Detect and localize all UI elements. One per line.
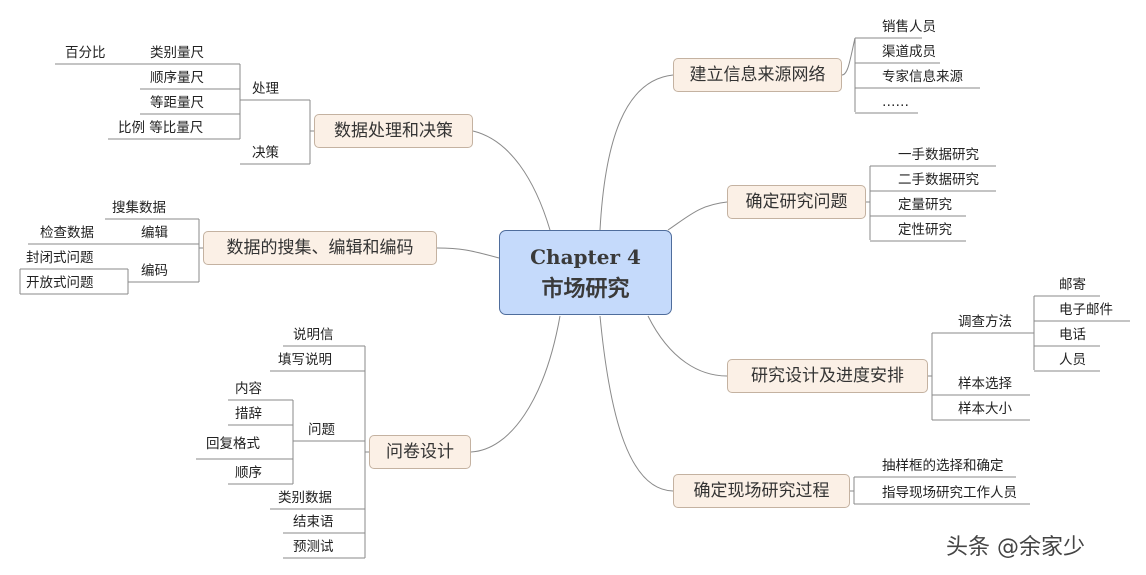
- leaf-pretest[interactable]: 预测试: [293, 539, 334, 555]
- leaf-secondary-research[interactable]: 二手数据研究: [898, 172, 979, 188]
- leaf-check-data[interactable]: 检查数据: [40, 225, 94, 241]
- leaf-processing[interactable]: 处理: [252, 81, 279, 97]
- leaf-collect-data[interactable]: 搜集数据: [112, 200, 166, 216]
- watermark: 头条 @余家少: [946, 535, 1085, 560]
- leaf-decision[interactable]: 决策: [252, 145, 279, 161]
- leaf-order[interactable]: 顺序: [235, 465, 262, 481]
- leaf-sample-size[interactable]: 样本大小: [958, 401, 1012, 417]
- topic-data-processing[interactable]: 数据处理和决策: [314, 114, 473, 148]
- central-topic[interactable]: Chapter 4 市场研究: [499, 230, 672, 315]
- leaf-ellipsis[interactable]: ……: [882, 94, 909, 110]
- leaf-wording[interactable]: 措辞: [235, 406, 262, 422]
- leaf-ratio-scale[interactable]: 比例 等比量尺: [118, 120, 204, 136]
- leaf-edit[interactable]: 编辑: [141, 225, 168, 241]
- leaf-ordinal-scale[interactable]: 顺序量尺: [150, 70, 204, 86]
- leaf-expert-sources[interactable]: 专家信息来源: [882, 69, 963, 85]
- topic-info-network[interactable]: 建立信息来源网络: [673, 58, 842, 92]
- leaf-open-questions[interactable]: 开放式问题: [26, 275, 94, 291]
- leaf-nominal-scale[interactable]: 类别量尺: [150, 45, 204, 61]
- leaf-percentage[interactable]: 百分比: [65, 45, 106, 61]
- leaf-response-format[interactable]: 回复格式: [206, 436, 260, 452]
- topic-design-schedule[interactable]: 研究设计及进度安排: [727, 359, 928, 393]
- central-topic-subtitle: 市场研究: [541, 276, 630, 302]
- leaf-closed-questions[interactable]: 封闭式问题: [26, 250, 94, 266]
- leaf-sample-selection[interactable]: 样本选择: [958, 376, 1012, 392]
- central-topic-title: Chapter 4: [530, 245, 641, 269]
- leaf-closing[interactable]: 结束语: [293, 514, 334, 530]
- leaf-sampling-frame[interactable]: 抽样框的选择和确定: [882, 458, 1004, 474]
- topic-questionnaire[interactable]: 问卷设计: [369, 435, 471, 469]
- topic-field-process[interactable]: 确定现场研究过程: [673, 474, 850, 508]
- leaf-personal[interactable]: 人员: [1059, 352, 1086, 368]
- leaf-cover-letter[interactable]: 说明信: [293, 327, 334, 343]
- leaf-channel-members[interactable]: 渠道成员: [882, 44, 936, 60]
- leaf-questions[interactable]: 问题: [308, 422, 335, 438]
- leaf-survey-method[interactable]: 调查方法: [958, 314, 1012, 330]
- topic-research-problem[interactable]: 确定研究问题: [727, 185, 866, 219]
- leaf-mail[interactable]: 邮寄: [1059, 277, 1086, 293]
- leaf-primary-research[interactable]: 一手数据研究: [898, 147, 979, 163]
- topic-data-collection[interactable]: 数据的搜集、编辑和编码: [203, 231, 437, 265]
- leaf-quantitative-research[interactable]: 定量研究: [898, 197, 952, 213]
- leaf-qualitative-research[interactable]: 定性研究: [898, 222, 952, 238]
- leaf-instructions[interactable]: 填写说明: [278, 352, 332, 368]
- leaf-content[interactable]: 内容: [235, 381, 262, 397]
- leaf-code[interactable]: 编码: [141, 263, 168, 279]
- leaf-category-data[interactable]: 类别数据: [278, 490, 332, 506]
- leaf-email[interactable]: 电子邮件: [1059, 302, 1113, 318]
- leaf-interval-scale[interactable]: 等距量尺: [150, 95, 204, 111]
- leaf-field-staff[interactable]: 指导现场研究工作人员: [882, 485, 1017, 501]
- leaf-sales-staff[interactable]: 销售人员: [882, 19, 936, 35]
- leaf-phone[interactable]: 电话: [1059, 327, 1086, 343]
